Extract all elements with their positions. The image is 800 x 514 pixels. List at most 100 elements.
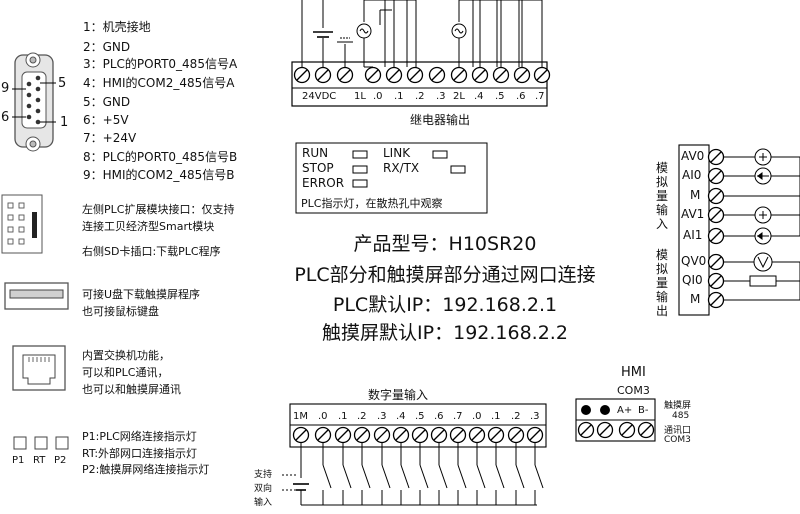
analog-input-label: M <box>690 188 701 202</box>
relay-terminal-label: .0 <box>373 91 383 102</box>
hmi-default-ip: 触摸屏默认IP：192.168.2.2 <box>322 322 568 344</box>
network-led-icons <box>13 436 69 450</box>
analog-output-title: 模拟量输出 <box>656 248 669 318</box>
digital-terminal-label: .1 <box>338 411 348 422</box>
usb-port-icon <box>4 282 69 310</box>
hmi-note-line3: 通讯口 <box>664 426 692 436</box>
db9-pin-6-label: 6 <box>1 110 10 125</box>
expansion-port-icon <box>1 194 43 254</box>
relay-output-title: 继电器输出 <box>410 113 471 127</box>
bidirectional-note-line3: 输入 <box>254 498 273 508</box>
status-error-label: ERROR <box>302 176 345 190</box>
analog-output-label: M <box>690 292 701 306</box>
hmi-note-line2: 485 <box>672 411 690 421</box>
relay-terminal-label: .5 <box>495 91 505 102</box>
digital-input-wiring <box>282 443 544 506</box>
relay-wiring <box>301 0 543 68</box>
analog-input-label: AI1 <box>683 228 703 242</box>
switch-note-line2: 可以和PLC通讯， <box>82 366 169 379</box>
status-run-label: RUN <box>302 146 329 160</box>
hmi-terminal-strip <box>575 398 656 442</box>
db9-connector-icon <box>12 52 56 152</box>
hmi-note-line4: COM3 <box>664 435 691 445</box>
analog-output-label: QI0 <box>682 273 703 287</box>
analog-terminal-strip <box>678 144 725 316</box>
db9-pin-desc: 8：PLC的PORT0_485信号B <box>83 150 238 164</box>
digital-terminal-label: .0 <box>472 411 482 422</box>
db9-pin-9-label: 9 <box>1 81 10 96</box>
led-note-p2: P2:触摸屏网络连接指示灯 <box>82 463 210 476</box>
digital-terminal-label: .3 <box>377 411 387 422</box>
db9-pin-1-label: 1 <box>60 115 69 130</box>
bidirectional-note-line1: 支持 <box>254 470 273 480</box>
sd-card-note: 右侧SD卡插口:下载PLC程序 <box>82 245 221 258</box>
hmi-title: HMI <box>621 365 646 380</box>
status-panel-note: PLC指示灯，在散热孔中观察 <box>301 197 443 210</box>
switch-note-line1: 内置交换机功能， <box>82 349 170 362</box>
db9-pin-desc: 3：PLC的PORT0_485信号A <box>83 57 238 71</box>
led-label-rt: RT <box>33 455 46 466</box>
hmi-port-label: COM3 <box>617 384 650 397</box>
analog-input-label: AV0 <box>681 149 705 163</box>
ethernet-port-icon <box>12 345 66 391</box>
led-note-rt: RT:外部网口连接指示灯 <box>82 447 198 460</box>
digital-terminal-label: .5 <box>415 411 425 422</box>
digital-terminal-label: .7 <box>453 411 463 422</box>
status-rxtx-label: RX/TX <box>383 161 420 175</box>
digital-terminal-label: 1M <box>293 411 308 422</box>
db9-pin-desc: 9：HMI的COM2_485信号B <box>83 168 235 182</box>
switch-note-line3: 也可以和触摸屏通讯 <box>82 383 181 396</box>
digital-input-title: 数字量输入 <box>368 388 429 402</box>
analog-input-title: 模拟量输入 <box>656 161 669 231</box>
status-stop-label: STOP <box>302 161 334 175</box>
digital-terminal-label: .0 <box>318 411 328 422</box>
relay-terminal-strip <box>291 61 551 107</box>
relay-terminal-label: .3 <box>436 91 446 102</box>
analog-input-label: AI0 <box>682 168 702 182</box>
digital-terminal-label: .3 <box>530 411 540 422</box>
hmi-terminal-label-b: B- <box>638 405 649 416</box>
hmi-note-line1: 触摸屏 <box>664 401 692 411</box>
led-label-p1: P1 <box>12 455 25 466</box>
analog-output-label: QV0 <box>681 254 707 268</box>
digital-terminal-label: .2 <box>511 411 521 422</box>
digital-terminal-label: .4 <box>396 411 406 422</box>
relay-terminal-label: .7 <box>535 91 545 102</box>
analog-input-label: AV1 <box>681 207 705 221</box>
analog-wiring <box>724 148 800 301</box>
db9-pin-desc: 4：HMI的COM2_485信号A <box>83 76 235 90</box>
status-led-panel <box>295 142 488 214</box>
bidirectional-note-line2: 双向 <box>254 484 273 494</box>
digital-terminal-strip <box>289 403 547 448</box>
db9-pin-5-label: 5 <box>58 76 67 91</box>
status-link-label: LINK <box>383 146 411 160</box>
plc-default-ip: PLC默认IP：192.168.2.1 <box>332 294 558 316</box>
relay-lamp-icons <box>359 28 464 34</box>
digital-terminal-label: .6 <box>434 411 444 422</box>
db9-pin-desc: 1：机壳接地 <box>83 20 151 34</box>
relay-terminal-label: .1 <box>394 91 404 102</box>
db9-pin-desc: 2：GND <box>83 40 131 54</box>
db9-pin-desc: 5：GND <box>83 95 131 109</box>
led-label-p2: P2 <box>54 455 67 466</box>
relay-terminal-label: .4 <box>474 91 484 102</box>
usb-note-line2: 也可接鼠标键盘 <box>82 305 159 318</box>
analog-symbols <box>757 153 769 269</box>
db9-pin-desc: 6：+5V <box>83 113 129 127</box>
digital-terminal-label: .2 <box>357 411 367 422</box>
relay-terminal-label: 24VDC <box>302 91 337 102</box>
relay-terminal-label: .2 <box>415 91 425 102</box>
led-note-p1: P1:PLC网络连接指示灯 <box>82 430 197 443</box>
usb-note-line1: 可接U盘下载触摸屏程序 <box>82 288 201 301</box>
hmi-terminal-label-a: A+ <box>617 405 633 416</box>
relay-terminal-label: 2L <box>453 91 465 102</box>
expansion-note-line1: 左侧PLC扩展模块接口：仅支持 <box>82 203 235 216</box>
connection-info: PLC部分和触摸屏部分通过网口连接 <box>294 264 596 286</box>
db9-pin-desc: 7：+24V <box>83 131 137 145</box>
relay-terminal-label: .6 <box>516 91 526 102</box>
relay-terminal-label: 1L <box>354 91 366 102</box>
product-model: 产品型号：H10SR20 <box>353 233 537 255</box>
expansion-note-line2: 连接工贝经济型Smart模块 <box>82 220 215 233</box>
